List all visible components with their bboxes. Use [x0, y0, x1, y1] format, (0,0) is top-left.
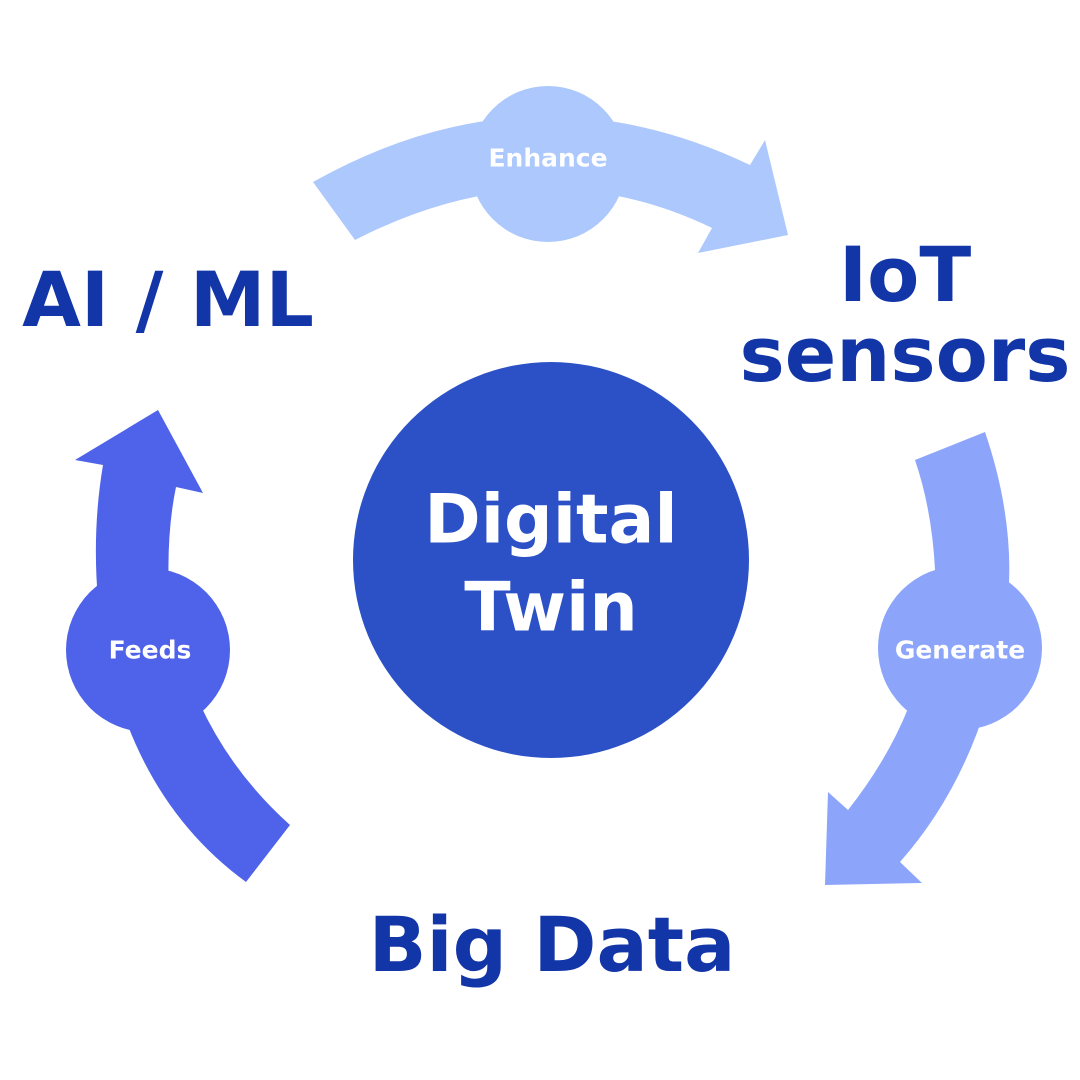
generate-arrow [825, 432, 1042, 885]
enhance-label: Enhance [488, 143, 608, 173]
center-title-line2: Twin [464, 569, 638, 648]
node-big-data: Big Data [368, 900, 736, 990]
node-iot-line1: IoT [838, 230, 972, 320]
feeds-label: Feeds [108, 635, 192, 665]
generate-label: Generate [894, 635, 1026, 665]
node-iot-line2: sensors [739, 310, 1071, 399]
node-iot-sensors: IoT sensors [739, 235, 1070, 395]
center-title-line1: Digital [424, 480, 678, 560]
center-circle [353, 362, 749, 758]
node-ai-ml: AI / ML [22, 255, 314, 345]
feeds-arrow [66, 410, 290, 882]
enhance-arrow [313, 86, 788, 253]
center-title: Digital Twin [424, 477, 677, 654]
